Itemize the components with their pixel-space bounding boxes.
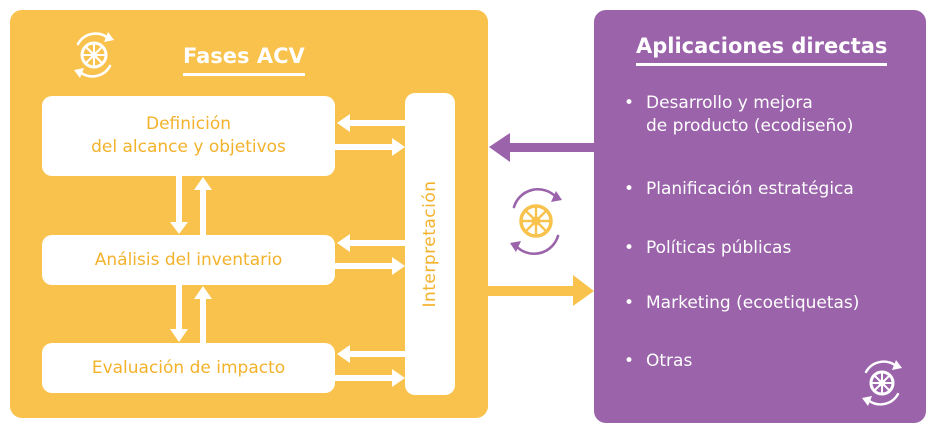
lca-phases-title: Fases ACV [183,44,305,76]
phase-scope-line1: Definición [146,114,231,135]
phase-impact-assessment-box: Evaluación de impacto [42,343,335,393]
arrow-applications-to-phases [489,133,594,162]
phase-scope-line2: del alcance y objetivos [91,137,286,157]
down-arrow-scope-to-inventory [170,176,188,234]
list-item: • Desarrollo y mejora de producto (ecodi… [624,92,853,138]
item-line: Políticas públicas [646,238,792,258]
phase-inventory-analysis-box: Análisis del inventario [42,235,335,285]
center-cycle-wheel-icon [510,187,562,256]
list-item: • Marketing (ecoetiquetas) [624,292,859,315]
arrow-scope-to-interpretation [335,138,405,156]
cycle-wheel-icon [74,32,114,78]
up-arrow-inventory-to-scope [194,177,212,235]
list-item: • Políticas públicas [624,237,791,260]
direct-applications-panel [594,10,926,423]
item-line: de producto (ecodiseño) [646,115,854,136]
cycle-wheel-icon [862,360,902,406]
phase-scope-definition-box: Definición del alcance y objetivos [42,96,335,176]
arrow-impact-to-interpretation [335,369,405,387]
bullet-icon: • [624,93,635,113]
arrow-phases-to-applications [488,275,594,306]
bullet-icon: • [624,179,635,199]
bullet-icon: • [624,293,635,313]
down-arrow-inventory-to-impact [170,285,188,342]
list-item: • Otras [624,350,692,373]
item-line: Otras [646,351,693,371]
list-item: • Planificación estratégica [624,178,854,201]
item-line: Desarrollo y mejora [646,93,813,113]
arrow-interpretation-to-inventory [337,234,405,252]
arrow-interpretation-to-impact [337,345,405,363]
item-line: Planificación estratégica [646,179,854,199]
direct-applications-title: Aplicaciones directas [636,34,888,66]
item-line: Marketing (ecoetiquetas) [646,293,860,313]
interpretation-box [405,93,455,395]
arrow-inventory-to-interpretation [335,257,405,275]
bullet-icon: • [624,238,635,258]
bullet-icon: • [624,351,635,371]
phase-inventory-label: Análisis del inventario [94,249,283,270]
phase-impact-label: Evaluación de impacto [91,357,286,378]
up-arrow-impact-to-inventory [194,286,212,343]
arrow-interpretation-to-scope [337,114,405,132]
